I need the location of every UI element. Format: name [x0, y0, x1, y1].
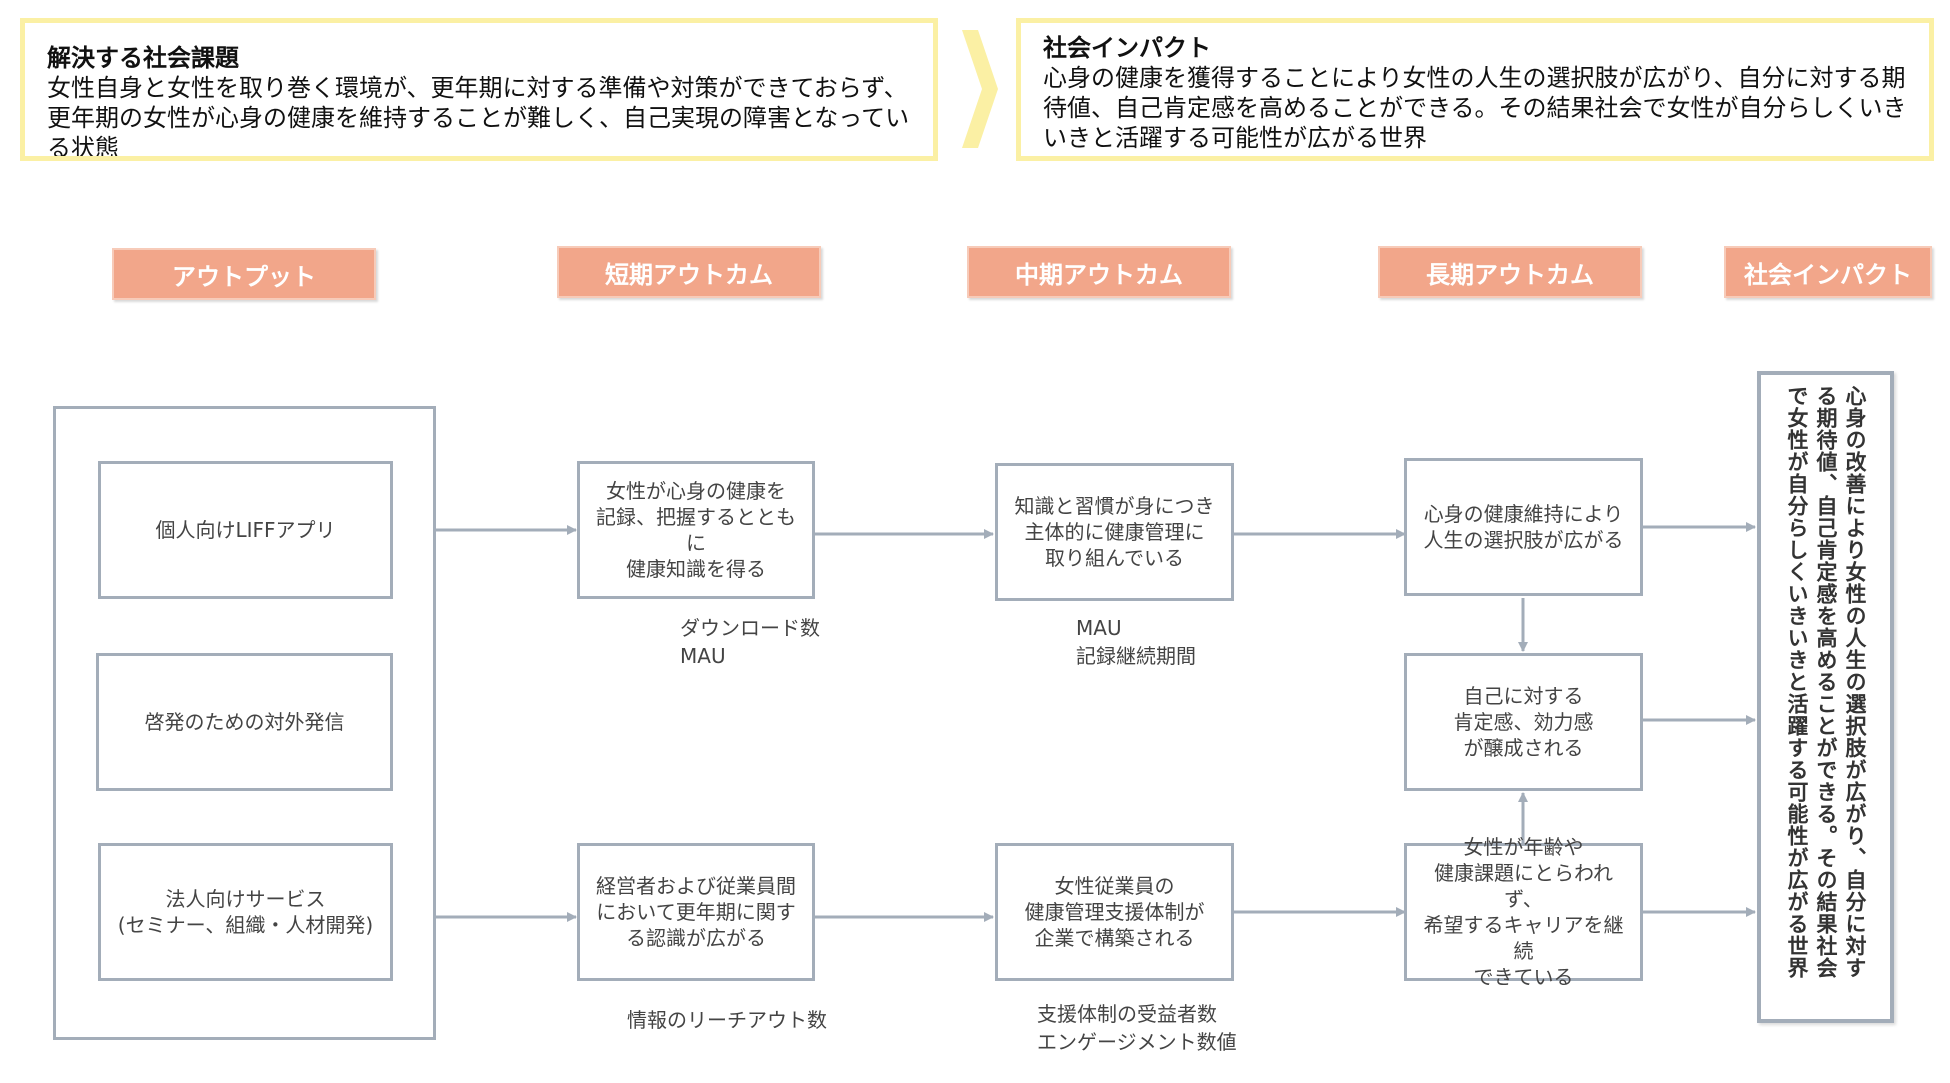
- long-outcome-middle: 自己に対する 肯定感、効力感 が醸成される: [1404, 653, 1643, 791]
- mid-outcome-top-label: 知識と習慣が身につき 主体的に健康管理に 取り組んでいる: [1014, 494, 1215, 570]
- short-bottom-metrics: 情報のリーチアウト数: [627, 1008, 827, 1032]
- mid-bottom-metrics: 支援体制の受益者数 エンゲージメント数値: [1037, 1002, 1237, 1054]
- header-output: アウトプット: [112, 248, 376, 300]
- mid-outcome-bottom: 女性従業員の 健康管理支援体制が 企業で構築される: [995, 843, 1234, 981]
- social-problem-title: 解決する社会課題: [47, 44, 239, 72]
- header-mid-outcome: 中期アウトカム: [967, 246, 1231, 298]
- short-outcome-top-label: 女性が心身の健康を 記録、把握するとともに 健康知識を得る: [596, 479, 796, 581]
- mid-outcome-bottom-label: 女性従業員の 健康管理支援体制が 企業で構築される: [1024, 874, 1205, 950]
- social-impact-text: 心身の健康を獲得することにより女性の人生の選択肢が広がり、自分に対する期待値、自…: [1043, 64, 1907, 152]
- social-impact-title: 社会インパクト: [1043, 34, 1211, 62]
- mid-outcome-top: 知識と習慣が身につき 主体的に健康管理に 取り組んでいる: [995, 463, 1234, 601]
- output-liff-app: 個人向けLIFFアプリ: [98, 461, 393, 599]
- long-outcome-bottom-label: 女性が年齢や 健康課題にとらわれず、 希望するキャリアを継続 できている: [1423, 835, 1624, 989]
- long-outcome-top-label: 心身の健康維持により 人生の選択肢が広がる: [1423, 502, 1624, 552]
- output-corporate-service-label: 法人向けサービス (セミナー、組織・人材開発): [117, 887, 374, 937]
- output-corporate-service: 法人向けサービス (セミナー、組織・人材開発): [98, 843, 393, 981]
- header-short-outcome: 短期アウトカム: [557, 246, 821, 298]
- output-liff-app-label: 個人向けLIFFアプリ: [155, 518, 336, 542]
- chevron-right-icon: [962, 30, 998, 148]
- output-outreach: 啓発のための対外発信: [96, 653, 393, 791]
- header-social-impact: 社会インパクト: [1724, 246, 1932, 298]
- long-outcome-top: 心身の健康維持により 人生の選択肢が広がる: [1404, 458, 1643, 596]
- social-problem-text: 女性自身と女性を取り巻く環境が、更年期に対する準備や対策ができておらず、更年期の…: [47, 74, 910, 161]
- short-outcome-top: 女性が心身の健康を 記録、把握するとともに 健康知識を得る: [577, 461, 815, 599]
- long-outcome-middle-label: 自己に対する 肯定感、効力感 が醸成される: [1453, 684, 1594, 760]
- social-problem-box: 解決する社会課題 女性自身と女性を取り巻く環境が、更年期に対する準備や対策ができ…: [20, 18, 938, 161]
- short-top-metrics: ダウンロード数 MAU: [680, 616, 820, 668]
- social-impact-banner: 社会インパクト 心身の健康を獲得することにより女性の人生の選択肢が広がり、自分に…: [1016, 18, 1934, 161]
- long-outcome-bottom: 女性が年齢や 健康課題にとらわれず、 希望するキャリアを継続 できている: [1404, 835, 1643, 989]
- short-outcome-bottom-label: 経営者および従業員間 において更年期に関す る認識が広がる: [596, 874, 796, 950]
- social-impact-box: 心身の改善により女性の人生の選択肢が広がり、自分に対する期待値、自己肯定感を高め…: [1757, 371, 1894, 1023]
- output-outreach-label: 啓発のための対外発信: [144, 710, 345, 734]
- short-outcome-bottom: 経営者および従業員間 において更年期に関す る認識が広がる: [577, 843, 815, 981]
- header-long-outcome: 長期アウトカム: [1378, 246, 1642, 298]
- social-impact-vertical-text: 心身の改善により女性の人生の選択肢が広がり、自分に対する期待値、自己肯定感を高め…: [1785, 385, 1867, 979]
- mid-top-metrics: MAU 記録継続期間: [1076, 616, 1196, 668]
